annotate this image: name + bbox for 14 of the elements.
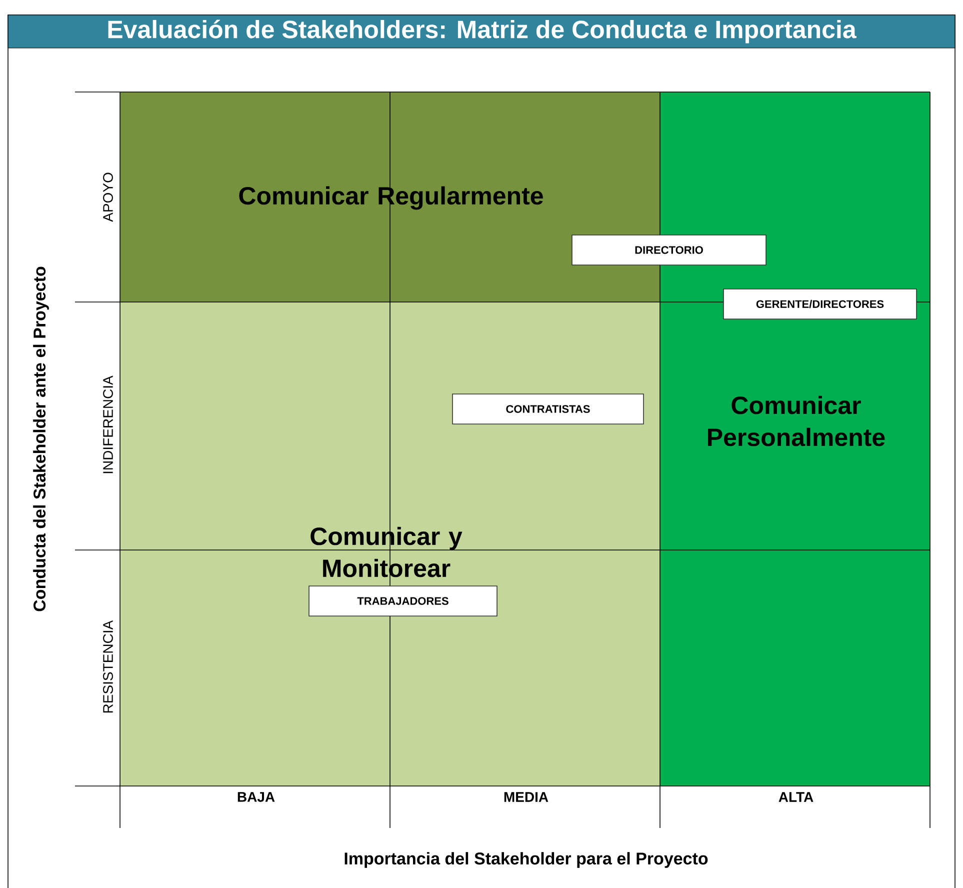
- column-label: ALTA: [778, 792, 814, 802]
- title-banner: Evaluación de Stakeholders: Matriz de Conducta e Importancia: [8, 14, 956, 48]
- stakeholder-box: GERENTE/DIRECTORES: [723, 288, 917, 320]
- row-label: INDIFERENCIA: [103, 376, 113, 474]
- axis-title: Conducta del Stakeholder ante el Proyecto: [33, 266, 49, 612]
- axis-title: Importancia del Stakeholder para el Proyecto: [344, 852, 708, 868]
- stakeholder-box: DIRECTORIO: [572, 234, 766, 266]
- row-label: RESISTENCIA: [103, 620, 113, 713]
- column-label: BAJA: [238, 792, 275, 802]
- region-label: Comunicar Personalmente: [708, 396, 885, 446]
- stakeholder-box: CONTRATISTAS: [452, 394, 644, 424]
- row-label: APOYO: [103, 172, 113, 222]
- stakeholder-box: TRABAJADORES: [308, 586, 498, 616]
- column-label: MEDIA: [504, 792, 548, 802]
